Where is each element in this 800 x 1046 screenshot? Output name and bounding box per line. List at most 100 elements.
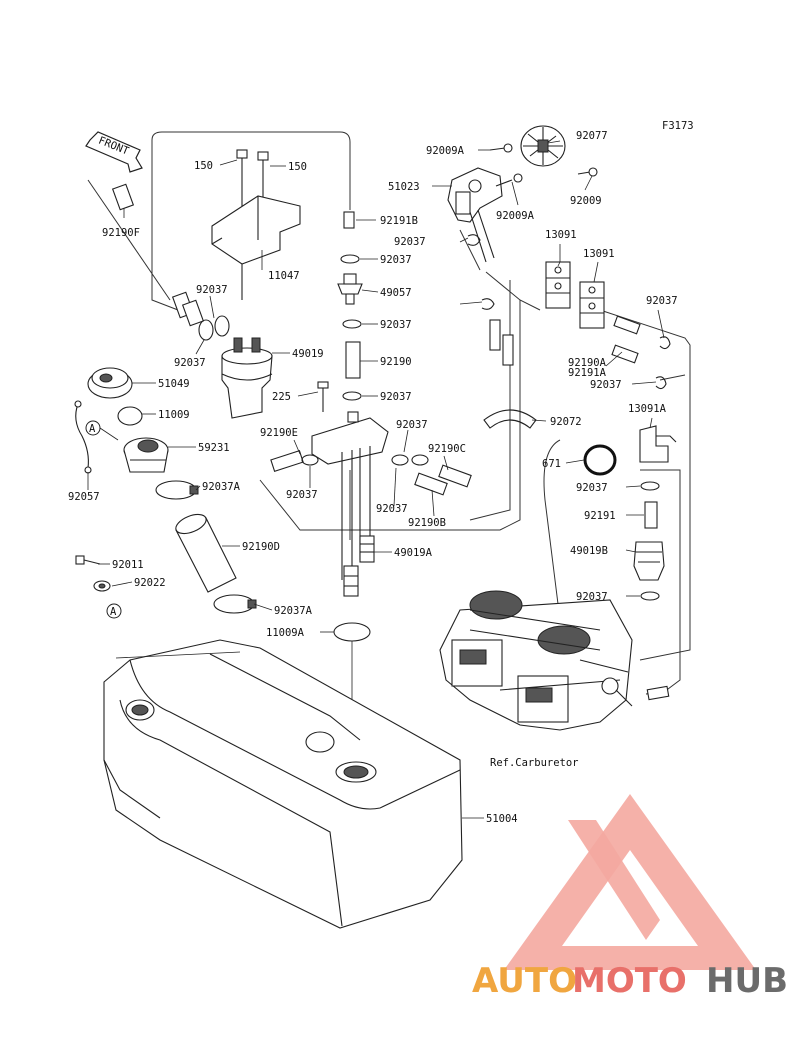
part-label: 92037 — [576, 482, 608, 494]
clip-92037-r1 — [640, 481, 660, 491]
tee-fitting — [311, 411, 389, 580]
part-label: 92037 — [394, 236, 426, 248]
part-label: 92190A — [568, 357, 607, 369]
tubes-right — [489, 315, 641, 366]
part-label: 13091A — [628, 403, 667, 415]
part-label: 92037 — [576, 591, 608, 603]
part-label: 92037A — [202, 481, 241, 493]
clamp-13091-b — [579, 281, 605, 329]
leader-lines — [87, 140, 665, 819]
part-label: 49057 — [380, 287, 412, 299]
part-label: 92190D — [242, 541, 280, 553]
part-label: 150 — [194, 160, 213, 172]
watermark-text-moto: MOTO — [572, 961, 687, 1001]
part-label: 92072 — [550, 416, 582, 428]
triangle-logo-icon — [504, 794, 756, 970]
part-label: 92009 — [570, 195, 602, 207]
part-label: 150 — [288, 161, 307, 173]
fuel-tank-51004 — [103, 639, 463, 929]
screw-92009A-top — [489, 143, 513, 153]
part-label: 92037 — [590, 379, 622, 391]
part-label: 92011 — [112, 559, 144, 571]
part-label: 92022 — [134, 577, 166, 589]
part-label: 11047 — [268, 270, 300, 282]
part-label: 92037 — [646, 295, 678, 307]
clamp-92037A-bottom — [213, 594, 257, 614]
part-label: 92037 — [380, 254, 412, 266]
part-label: 225 — [272, 391, 291, 403]
part-label: 92191 — [584, 510, 616, 522]
part-label: 92037 — [396, 419, 428, 431]
part-label: 92037 — [196, 284, 228, 296]
figure-code: F3173 — [662, 120, 694, 132]
part-label: 92037 — [380, 319, 412, 331]
knob-92077 — [520, 125, 566, 167]
hose-92190D — [175, 513, 237, 593]
part-label: 13091 — [545, 229, 577, 241]
clamp-13091-a — [545, 261, 571, 309]
callout-letter: A — [89, 423, 96, 435]
part-label: 92037 — [376, 503, 408, 515]
part-label: 92190C — [428, 443, 466, 455]
neck-59231 — [123, 437, 169, 473]
clip-92037-c1 — [340, 254, 360, 264]
part-label: 51004 — [486, 813, 518, 825]
part-label: 59231 — [198, 442, 230, 454]
part-label: 92190 — [380, 356, 412, 368]
part-label: 13091 — [583, 248, 615, 260]
part-label: 11009 — [158, 409, 190, 421]
callout-letter: A — [110, 606, 117, 618]
part-label: 92077 — [576, 130, 608, 142]
tube-92190E — [270, 449, 304, 473]
screw-92009-right — [577, 167, 598, 177]
clip-92037-c2 — [342, 319, 362, 329]
screw-225 — [317, 381, 329, 412]
clip-92191B — [343, 211, 355, 229]
clip-92037-r2 — [640, 591, 660, 601]
washer-92022 — [93, 580, 111, 592]
part-label: 49019 — [292, 348, 324, 360]
part-label: 92037A — [274, 605, 313, 617]
tube-left-pair — [171, 291, 205, 327]
tube-92190 — [345, 341, 361, 379]
tube-92190C — [438, 464, 472, 488]
tube-92190B — [414, 472, 448, 496]
tube-92190F — [111, 183, 135, 211]
part-label: 92037 — [174, 357, 206, 369]
clip-92072 — [483, 409, 537, 429]
part-label: 92190E — [260, 427, 298, 439]
part-label: 49019B — [570, 545, 608, 557]
filter-49019 — [221, 337, 273, 419]
callout-a-top: A — [85, 420, 101, 436]
tube-92191 — [644, 501, 658, 529]
part-label: 92037 — [286, 489, 318, 501]
part-label: 92191A — [568, 367, 607, 379]
gasket-11009 — [117, 406, 143, 426]
clips-center — [301, 454, 429, 466]
watermark-logo: AUTO MOTO HUB — [472, 794, 788, 1001]
part-label: 92190B — [408, 517, 446, 529]
part-label: 92009A — [496, 210, 535, 222]
bolt-150-right — [257, 151, 269, 200]
clamp-92037A-top — [155, 480, 199, 500]
part-label: 11009A — [266, 627, 305, 639]
callout-a-bottom: A — [106, 603, 122, 619]
ref-carburetor-label: Ref.Carburetor — [490, 757, 579, 769]
carburetor-assembly — [439, 590, 670, 731]
part-label: 671 — [542, 458, 561, 470]
part-label: 51049 — [158, 378, 190, 390]
clip-92037-c3 — [342, 391, 362, 401]
bracket-13091A — [639, 425, 677, 463]
screw-92009A-lower — [495, 173, 523, 187]
part-label: 51023 — [388, 181, 420, 193]
part-label: 49019A — [394, 547, 433, 559]
fuel-cock-51023 — [447, 167, 503, 263]
part-label: 92057 — [68, 491, 100, 503]
cord-92057 — [74, 400, 92, 474]
cap-51049 — [87, 367, 133, 399]
part-labels: 92077 92009A 51023 92009 92009A 13091 13… — [68, 130, 678, 825]
oring-671 — [583, 444, 617, 476]
filter-49019B — [633, 541, 665, 581]
bracket-11047 — [211, 195, 301, 265]
